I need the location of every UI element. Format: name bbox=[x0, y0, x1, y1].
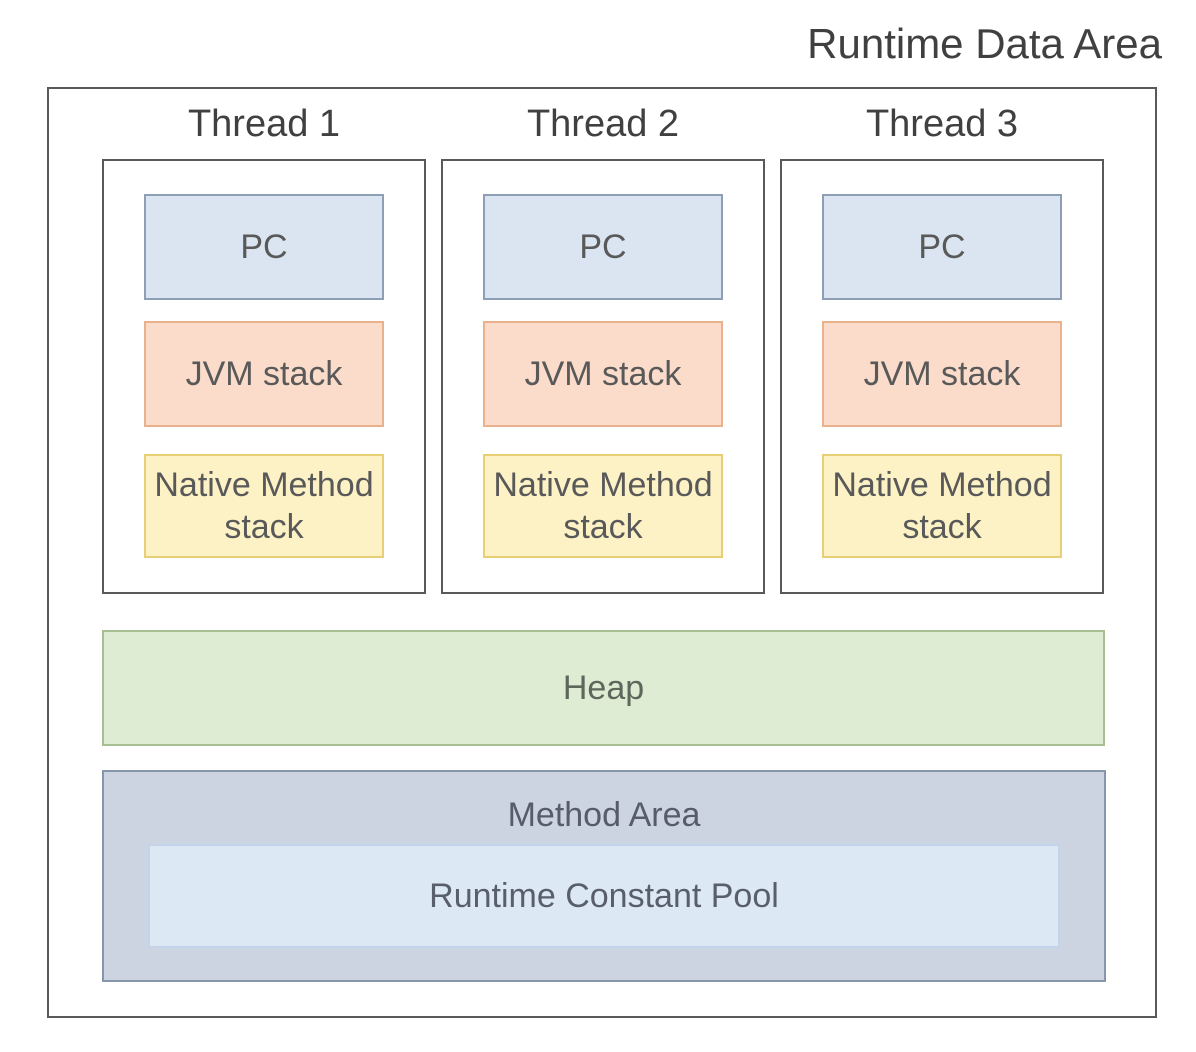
thread-3-pc-register-box: PC bbox=[822, 194, 1062, 300]
pc-label: PC bbox=[240, 227, 288, 266]
diagram-title: Runtime Data Area bbox=[807, 20, 1162, 67]
thread-2-native-method-stack-box: Native Method stack bbox=[483, 454, 723, 558]
heap-label: Heap bbox=[562, 668, 645, 707]
runtime-constant-pool-box: Runtime Constant Pool bbox=[148, 844, 1060, 948]
native-method-stack-label: Native Method stack bbox=[832, 465, 1052, 547]
thread-2-label: Thread 2 bbox=[526, 103, 680, 145]
jvm-stack-label: JVM stack bbox=[185, 354, 343, 393]
thread-3-box: PC JVM stack Native Method stack bbox=[780, 159, 1104, 594]
thread-1-box: PC JVM stack Native Method stack bbox=[102, 159, 426, 594]
pc-label: PC bbox=[579, 227, 627, 266]
runtime-constant-pool-label: Runtime Constant Pool bbox=[429, 876, 779, 915]
thread-1-pc-register-box: PC bbox=[144, 194, 384, 300]
runtime-data-area-container: Thread 1 Thread 2 Thread 3 PC JVM stack … bbox=[47, 87, 1157, 1018]
native-method-stack-label: Native Method stack bbox=[493, 465, 713, 547]
heap-box: Heap bbox=[102, 630, 1105, 746]
thread-1-native-method-stack-box: Native Method stack bbox=[144, 454, 384, 558]
thread-3-native-method-stack-box: Native Method stack bbox=[822, 454, 1062, 558]
jvm-stack-label: JVM stack bbox=[524, 354, 682, 393]
thread-3-label: Thread 3 bbox=[865, 103, 1019, 145]
native-method-stack-label: Native Method stack bbox=[154, 465, 374, 547]
pc-label: PC bbox=[918, 227, 966, 266]
method-area-box: Method Area Runtime Constant Pool bbox=[102, 770, 1106, 982]
thread-2-box: PC JVM stack Native Method stack bbox=[441, 159, 765, 594]
thread-3-jvm-stack-box: JVM stack bbox=[822, 321, 1062, 427]
thread-2-pc-register-box: PC bbox=[483, 194, 723, 300]
thread-2-jvm-stack-box: JVM stack bbox=[483, 321, 723, 427]
jvm-stack-label: JVM stack bbox=[863, 354, 1021, 393]
thread-1-label: Thread 1 bbox=[187, 103, 341, 145]
thread-1-jvm-stack-box: JVM stack bbox=[144, 321, 384, 427]
method-area-label: Method Area bbox=[507, 796, 701, 834]
